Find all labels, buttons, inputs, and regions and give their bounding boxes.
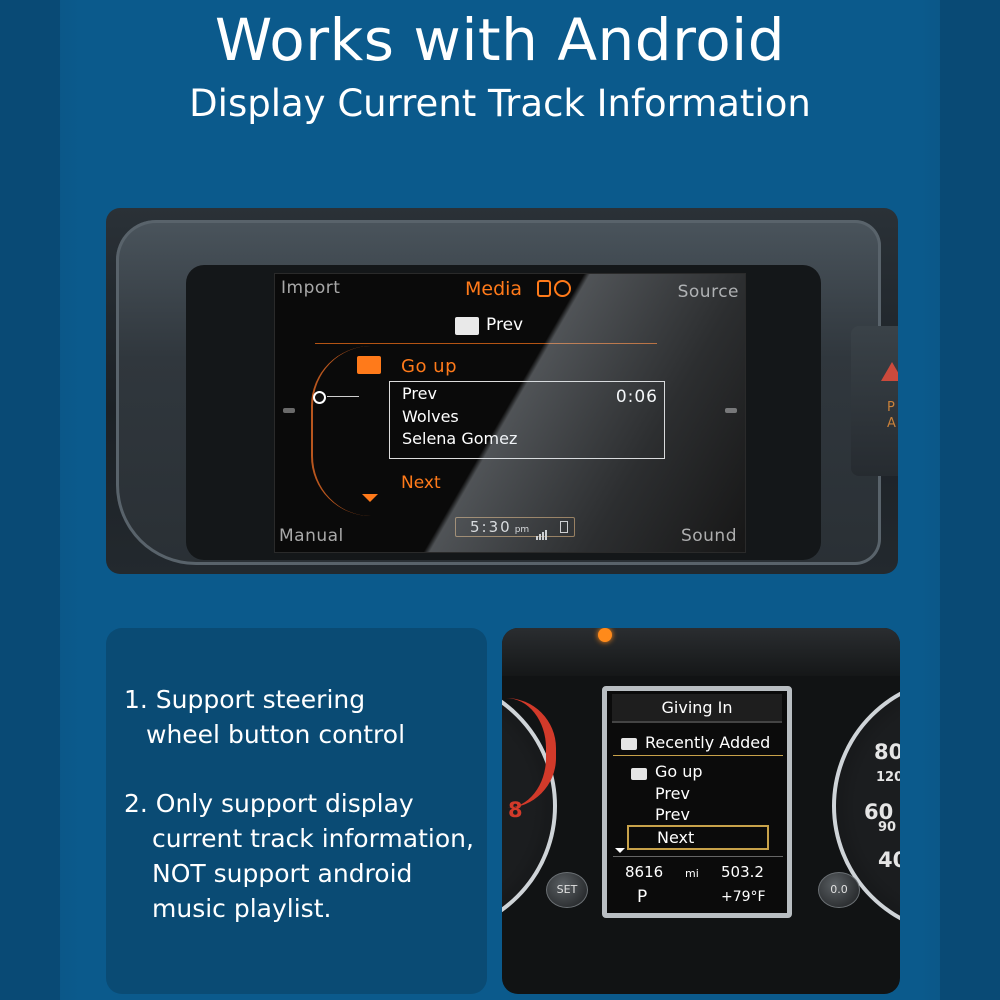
warning-light-icon	[598, 628, 612, 642]
trip-reset-button[interactable]: 0.0	[818, 872, 860, 908]
tach-number: 8	[508, 798, 523, 822]
import-softkey[interactable]: Import	[281, 278, 341, 298]
media-source-icons	[537, 280, 574, 301]
trip-value: 503.2	[721, 863, 764, 881]
side-tick-right	[725, 408, 737, 413]
speed-number-90: 90	[878, 820, 897, 835]
battery-icon	[560, 521, 568, 533]
cluster-next-item[interactable]: Next	[657, 828, 695, 847]
display-divider	[613, 856, 783, 857]
speed-number-40: 40	[878, 848, 900, 872]
set-button[interactable]: SET	[546, 872, 588, 908]
hazard-icon	[881, 362, 898, 381]
track-time: 0:06	[615, 387, 658, 407]
header-divider	[315, 343, 657, 344]
sound-softkey[interactable]: Sound	[680, 526, 737, 546]
odometer-unit: mi	[685, 867, 699, 880]
feature-item-2: 2. Only support display current track in…	[124, 789, 474, 923]
selector-pointer	[327, 396, 359, 397]
cluster-go-up-item[interactable]: Go up	[655, 762, 703, 781]
go-up-folder-icon	[631, 768, 647, 780]
phone-icon	[554, 280, 571, 297]
current-track-box[interactable]: Prev Wolves Selena Gomez 0:06	[389, 381, 665, 459]
gear-indicator: P	[637, 887, 648, 907]
media-screen: Import Source Manual Sound Media Prev Go…	[274, 273, 746, 553]
feature-card: 1. Support steering wheel button control…	[106, 628, 487, 994]
side-tick-left	[283, 408, 295, 413]
source-softkey[interactable]: Source	[677, 282, 739, 302]
outside-temperature: +79°F	[721, 889, 766, 905]
recently-added-folder: Recently Added	[645, 733, 771, 752]
go-up-item[interactable]: Go up	[401, 356, 458, 377]
selector-arc	[311, 346, 421, 516]
speed-number-80: 80	[874, 740, 900, 764]
speed-number-60: 60	[864, 800, 894, 824]
media-title: Media	[465, 278, 523, 300]
go-up-folder-icon	[357, 356, 381, 374]
redline-arc	[506, 698, 556, 808]
background-edge-left	[0, 0, 60, 1000]
cluster-prev-item[interactable]: Prev	[655, 784, 690, 803]
console-label: P A	[887, 400, 896, 431]
track-artist: Selena Gomez	[402, 429, 518, 448]
folder-divider	[613, 755, 783, 756]
selector-knob-icon	[313, 391, 326, 404]
driver-info-display: Giving In Recently Added Go up Prev Prev…	[602, 686, 792, 918]
cluster-prev-item[interactable]: Prev	[655, 805, 690, 824]
head-unit-photo: P A Import Source Manual Sound Media Pre…	[106, 208, 898, 574]
cluster-hood	[502, 628, 900, 676]
scroll-down-icon	[362, 494, 378, 502]
signal-icon	[536, 522, 548, 540]
track-title: Wolves	[402, 407, 459, 426]
background-edge-right	[940, 0, 1000, 1000]
folder-icon	[455, 317, 479, 335]
folder-icon	[621, 738, 637, 750]
folder-header: Prev	[486, 315, 524, 335]
sd-card-icon	[537, 280, 551, 297]
feature-item-1: 1. Support steering wheel button control	[124, 685, 406, 749]
track-line-1: Prev	[402, 384, 437, 403]
scroll-down-icon	[615, 848, 625, 853]
manual-softkey[interactable]: Manual	[279, 526, 344, 546]
page-title: Works with Android	[214, 6, 786, 74]
display-track-title: Giving In	[612, 694, 782, 723]
center-console: P A	[851, 326, 898, 476]
odometer-value: 8616	[625, 863, 664, 881]
speed-number-120: 120	[876, 770, 900, 785]
page-subtitle: Display Current Track Information	[189, 82, 811, 125]
next-item[interactable]: Next	[401, 473, 441, 493]
selected-item-highlight	[627, 825, 769, 850]
instrument-cluster-photo: 8 80 120 60 90 40 SET 0.0 Giving In Rece…	[502, 628, 900, 994]
